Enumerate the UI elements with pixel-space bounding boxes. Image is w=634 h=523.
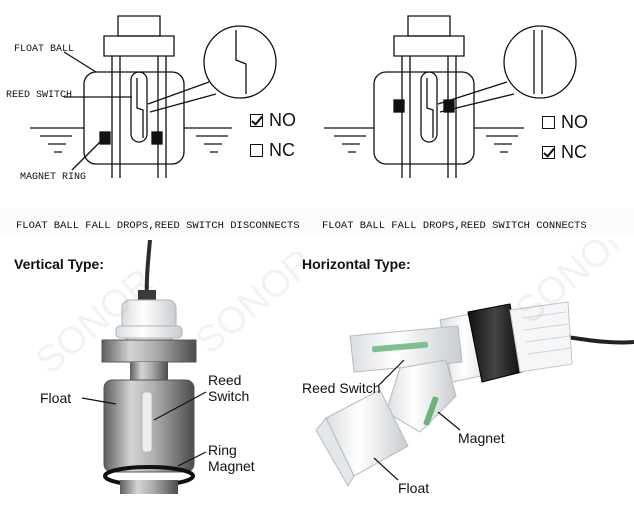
right-caption: FLOAT BALL FALL DROPS,REED SWITCH CONNEC… — [322, 220, 587, 232]
label-ring-magnet-line2: Magnet — [208, 458, 255, 474]
left-state-nc: NC — [250, 140, 295, 161]
heading-vertical-type: Vertical Type: — [14, 256, 105, 272]
schematic-drawings — [0, 15, 634, 236]
float-ball-body — [373, 71, 475, 165]
vertical-float-switch — [81, 240, 207, 494]
right-state-nc: NC — [542, 142, 587, 163]
heading-horizontal-type: Horizontal Type: — [302, 256, 411, 272]
magnifier-circle — [203, 25, 277, 99]
float-ball-body — [83, 71, 185, 165]
label-magnet: Magnet — [458, 430, 505, 446]
left-state-no: NO — [250, 110, 296, 131]
right-schematic — [324, 15, 577, 178]
label-reed-switch-line2: Switch — [208, 388, 250, 404]
left-caption: FLOAT BALL FALL DROPS,REED SWITCH DISCON… — [16, 220, 300, 232]
product-photos: SONOR SONOR SONOR — [28, 240, 634, 494]
checkbox-checked-icon — [250, 114, 263, 127]
label-reed-switch: Reed Switch — [302, 380, 381, 396]
label-reed-switch-line1: Reed — [208, 372, 242, 388]
label-float: Float — [40, 390, 72, 406]
label-magnet-ring: MAGNET RING — [20, 172, 87, 183]
checkbox-checked-icon — [542, 146, 555, 159]
label-float: Float — [398, 480, 430, 496]
checkbox-empty-icon — [542, 116, 555, 129]
right-state-no: NO — [542, 112, 588, 133]
left-schematic — [30, 15, 277, 178]
state-label: NO — [269, 110, 296, 130]
state-label: NC — [269, 140, 295, 160]
label-ring-magnet-line1: Ring — [208, 442, 237, 458]
magnet-block-left — [99, 131, 111, 145]
state-label: NC — [561, 142, 587, 162]
magnet-block-right — [151, 131, 163, 145]
checkbox-empty-icon — [250, 144, 263, 157]
magnet-block-left — [393, 99, 405, 113]
watermark: SONOR — [508, 240, 634, 333]
label-reed-switch: REED SWITCH — [6, 90, 73, 101]
label-float-ball: FLOAT BALL — [14, 44, 75, 55]
state-label: NO — [561, 112, 588, 132]
magnifier-circle — [503, 25, 577, 99]
horizontal-float-switch — [315, 301, 634, 487]
